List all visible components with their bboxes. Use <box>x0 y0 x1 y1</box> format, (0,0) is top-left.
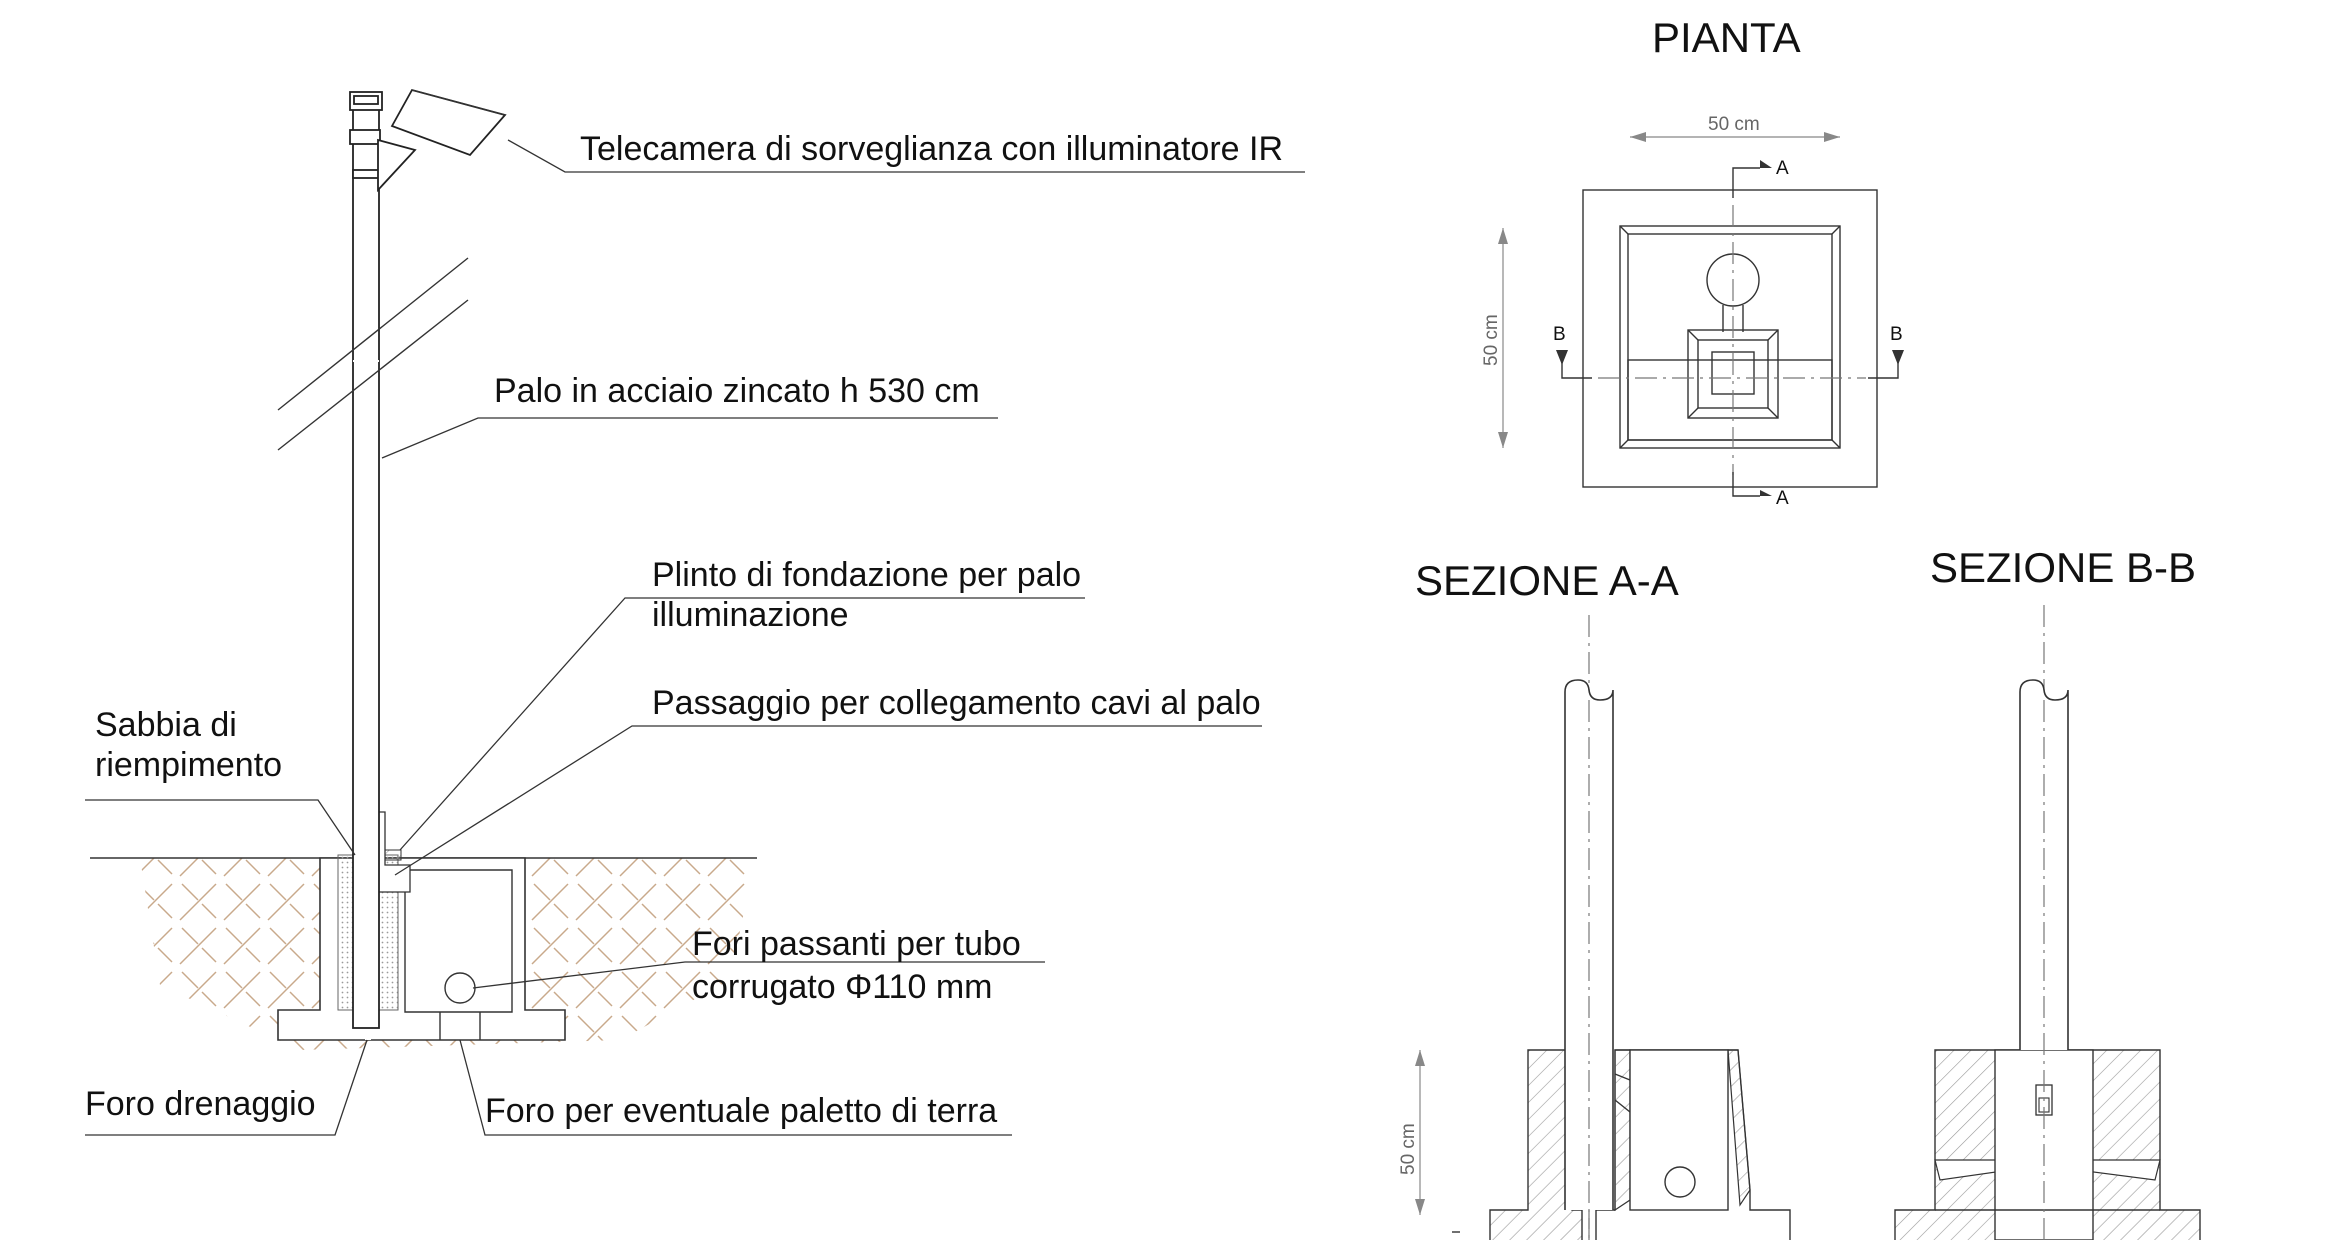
section-aa-dim: 50 cm <box>1398 1123 1419 1175</box>
elevation-view: Telecamera di sorveglianza con illuminat… <box>85 88 1305 1136</box>
cable-pit <box>404 869 513 1013</box>
section-aa-pole <box>1564 679 1614 1210</box>
plinth-label-line1: Plinto di fondazione per palo <box>652 556 1081 594</box>
section-b-right: B <box>1890 324 1903 345</box>
camera-icon <box>349 88 507 193</box>
section-a-bottom: A <box>1776 488 1789 509</box>
plan-dim-height: 50 cm <box>1481 314 1502 366</box>
cable-passage-label: Passaggio per collegamento cavi al palo <box>652 684 1261 722</box>
ground-rod-label: Foro per eventuale paletto di terra <box>485 1092 997 1130</box>
holes-label-line2: corrugato Φ110 mm <box>692 968 993 1006</box>
holes-label-line1: Fori passanti per tubo <box>692 925 1021 963</box>
section-aa-title: SEZIONE A-A <box>1415 557 1679 604</box>
plan-title: PIANTA <box>1652 14 1801 61</box>
plinth-label-line2: illuminazione <box>652 596 849 634</box>
section-a-top: A <box>1776 158 1789 179</box>
section-aa: SEZIONE A-A 50 cm <box>1398 557 1791 1240</box>
section-bb: SEZIONE B-B <box>1894 544 2201 1240</box>
pole-label: Palo in acciaio zincato h 530 cm <box>494 372 980 410</box>
drain-label: Foro drenaggio <box>85 1085 316 1123</box>
camera-label: Telecamera di sorveglianza con illuminat… <box>580 130 1283 168</box>
plan-dim-width: 50 cm <box>1708 114 1760 135</box>
sand-label-line2: riempimento <box>95 746 282 784</box>
section-bb-title: SEZIONE B-B <box>1930 544 2196 591</box>
pole <box>352 107 380 1029</box>
plan-view: PIANTA 50 cm 50 cm A A B B <box>1481 14 1904 509</box>
sand-label-line1: Sabbia di <box>95 706 237 744</box>
section-b-left: B <box>1553 324 1566 345</box>
